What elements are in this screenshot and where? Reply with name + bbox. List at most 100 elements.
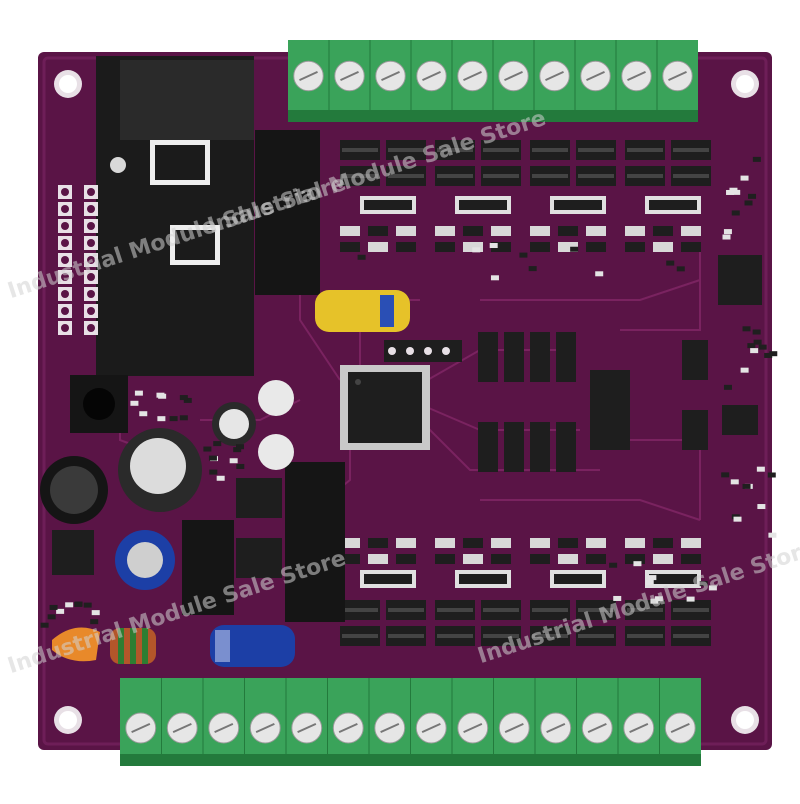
smd-part xyxy=(757,504,766,510)
smd-part xyxy=(613,595,622,601)
smd-resistor xyxy=(653,538,673,548)
smd-part xyxy=(130,400,139,406)
smd-part xyxy=(752,156,761,162)
smd-resistor xyxy=(463,226,483,236)
smd-resistor xyxy=(368,554,388,564)
top-optocoupler-groups xyxy=(340,140,711,252)
smd-part xyxy=(233,447,242,453)
smd-part xyxy=(742,326,751,332)
smd-resistor xyxy=(586,538,606,548)
smd-part xyxy=(47,614,56,620)
smd-part xyxy=(65,602,74,608)
smd-part xyxy=(203,446,212,452)
terminal-screw xyxy=(539,60,570,92)
smd-part xyxy=(753,339,762,345)
terminal-screw xyxy=(664,712,696,744)
smd-part xyxy=(722,234,731,240)
smd-part xyxy=(357,254,366,260)
smd-part xyxy=(686,596,695,602)
smd-resistor xyxy=(653,226,673,236)
smd-resistor xyxy=(491,242,511,252)
smd-part xyxy=(609,562,618,568)
smd-resistor xyxy=(530,226,550,236)
smd-resistor xyxy=(558,538,578,548)
smd-part xyxy=(733,516,742,522)
smd-part xyxy=(750,348,759,354)
smd-part xyxy=(676,266,685,272)
smd-components xyxy=(40,156,778,628)
smd-part xyxy=(91,610,100,616)
isolator-chip xyxy=(504,422,524,472)
smd-part xyxy=(729,187,738,193)
isolator-chip xyxy=(530,422,550,472)
power-section xyxy=(52,375,345,622)
optocoupler-group xyxy=(625,140,711,252)
bottom-terminal-block xyxy=(120,678,701,766)
smd-resistor xyxy=(396,242,416,252)
smd-resistor xyxy=(681,554,701,564)
smd-resistor xyxy=(340,242,360,252)
smd-resistor xyxy=(681,242,701,252)
smd-resistor xyxy=(491,226,511,236)
smd-resistor xyxy=(586,554,606,564)
smd-resistor xyxy=(340,554,360,564)
smd-part xyxy=(744,200,753,206)
terminal-screw xyxy=(581,712,613,744)
smd-resistor xyxy=(625,538,645,548)
optocoupler-group xyxy=(530,140,616,252)
smd-part xyxy=(236,463,245,469)
smd-resistor xyxy=(435,242,455,252)
smd-part xyxy=(183,397,192,403)
terminal-screw xyxy=(623,712,655,744)
isolator-chip xyxy=(478,332,498,382)
ethernet-module xyxy=(96,56,320,376)
smd-part xyxy=(83,602,92,608)
smd-resistor xyxy=(586,242,606,252)
smd-part xyxy=(740,175,749,181)
smd-resistor xyxy=(530,538,550,548)
terminal-screw xyxy=(375,60,406,92)
optocoupler-group xyxy=(530,538,616,646)
smd-resistor xyxy=(396,538,416,548)
smd-resistor xyxy=(368,538,388,548)
smd-resistor xyxy=(681,226,701,236)
smd-part xyxy=(209,469,218,475)
smd-part xyxy=(158,393,167,399)
smd-part xyxy=(595,271,604,277)
mounting-holes xyxy=(54,70,759,734)
smd-resistor xyxy=(368,242,388,252)
smd-resistor xyxy=(558,554,578,564)
filter-components xyxy=(52,627,156,664)
smd-part xyxy=(723,229,732,235)
smd-part xyxy=(40,622,49,628)
smd-part xyxy=(139,411,148,417)
smd-part xyxy=(708,585,717,591)
smd-resistor xyxy=(463,242,483,252)
smd-resistor xyxy=(530,242,550,252)
smd-part xyxy=(764,352,773,358)
terminal-screw xyxy=(166,712,198,744)
terminal-screw xyxy=(249,712,281,744)
smd-resistor xyxy=(586,226,606,236)
smd-part xyxy=(768,532,777,538)
smd-part xyxy=(179,415,188,421)
smd-resistor xyxy=(396,554,416,564)
smd-part xyxy=(633,561,642,567)
smd-resistor xyxy=(558,226,578,236)
terminal-screw xyxy=(457,60,488,92)
smd-part xyxy=(740,367,749,373)
smd-resistor xyxy=(625,226,645,236)
smd-part xyxy=(169,416,178,422)
optocoupler-group xyxy=(340,538,426,646)
smd-part xyxy=(528,266,537,272)
center-isolator-chips xyxy=(478,332,630,472)
bottom-optocoupler-groups xyxy=(340,538,711,646)
electrolytic-capacitors xyxy=(115,290,410,667)
smd-part xyxy=(229,458,238,464)
terminal-screw xyxy=(415,712,447,744)
smd-part xyxy=(723,384,732,390)
smd-part xyxy=(767,472,776,478)
optocoupler-group xyxy=(435,140,521,252)
smd-resistor xyxy=(340,538,360,548)
